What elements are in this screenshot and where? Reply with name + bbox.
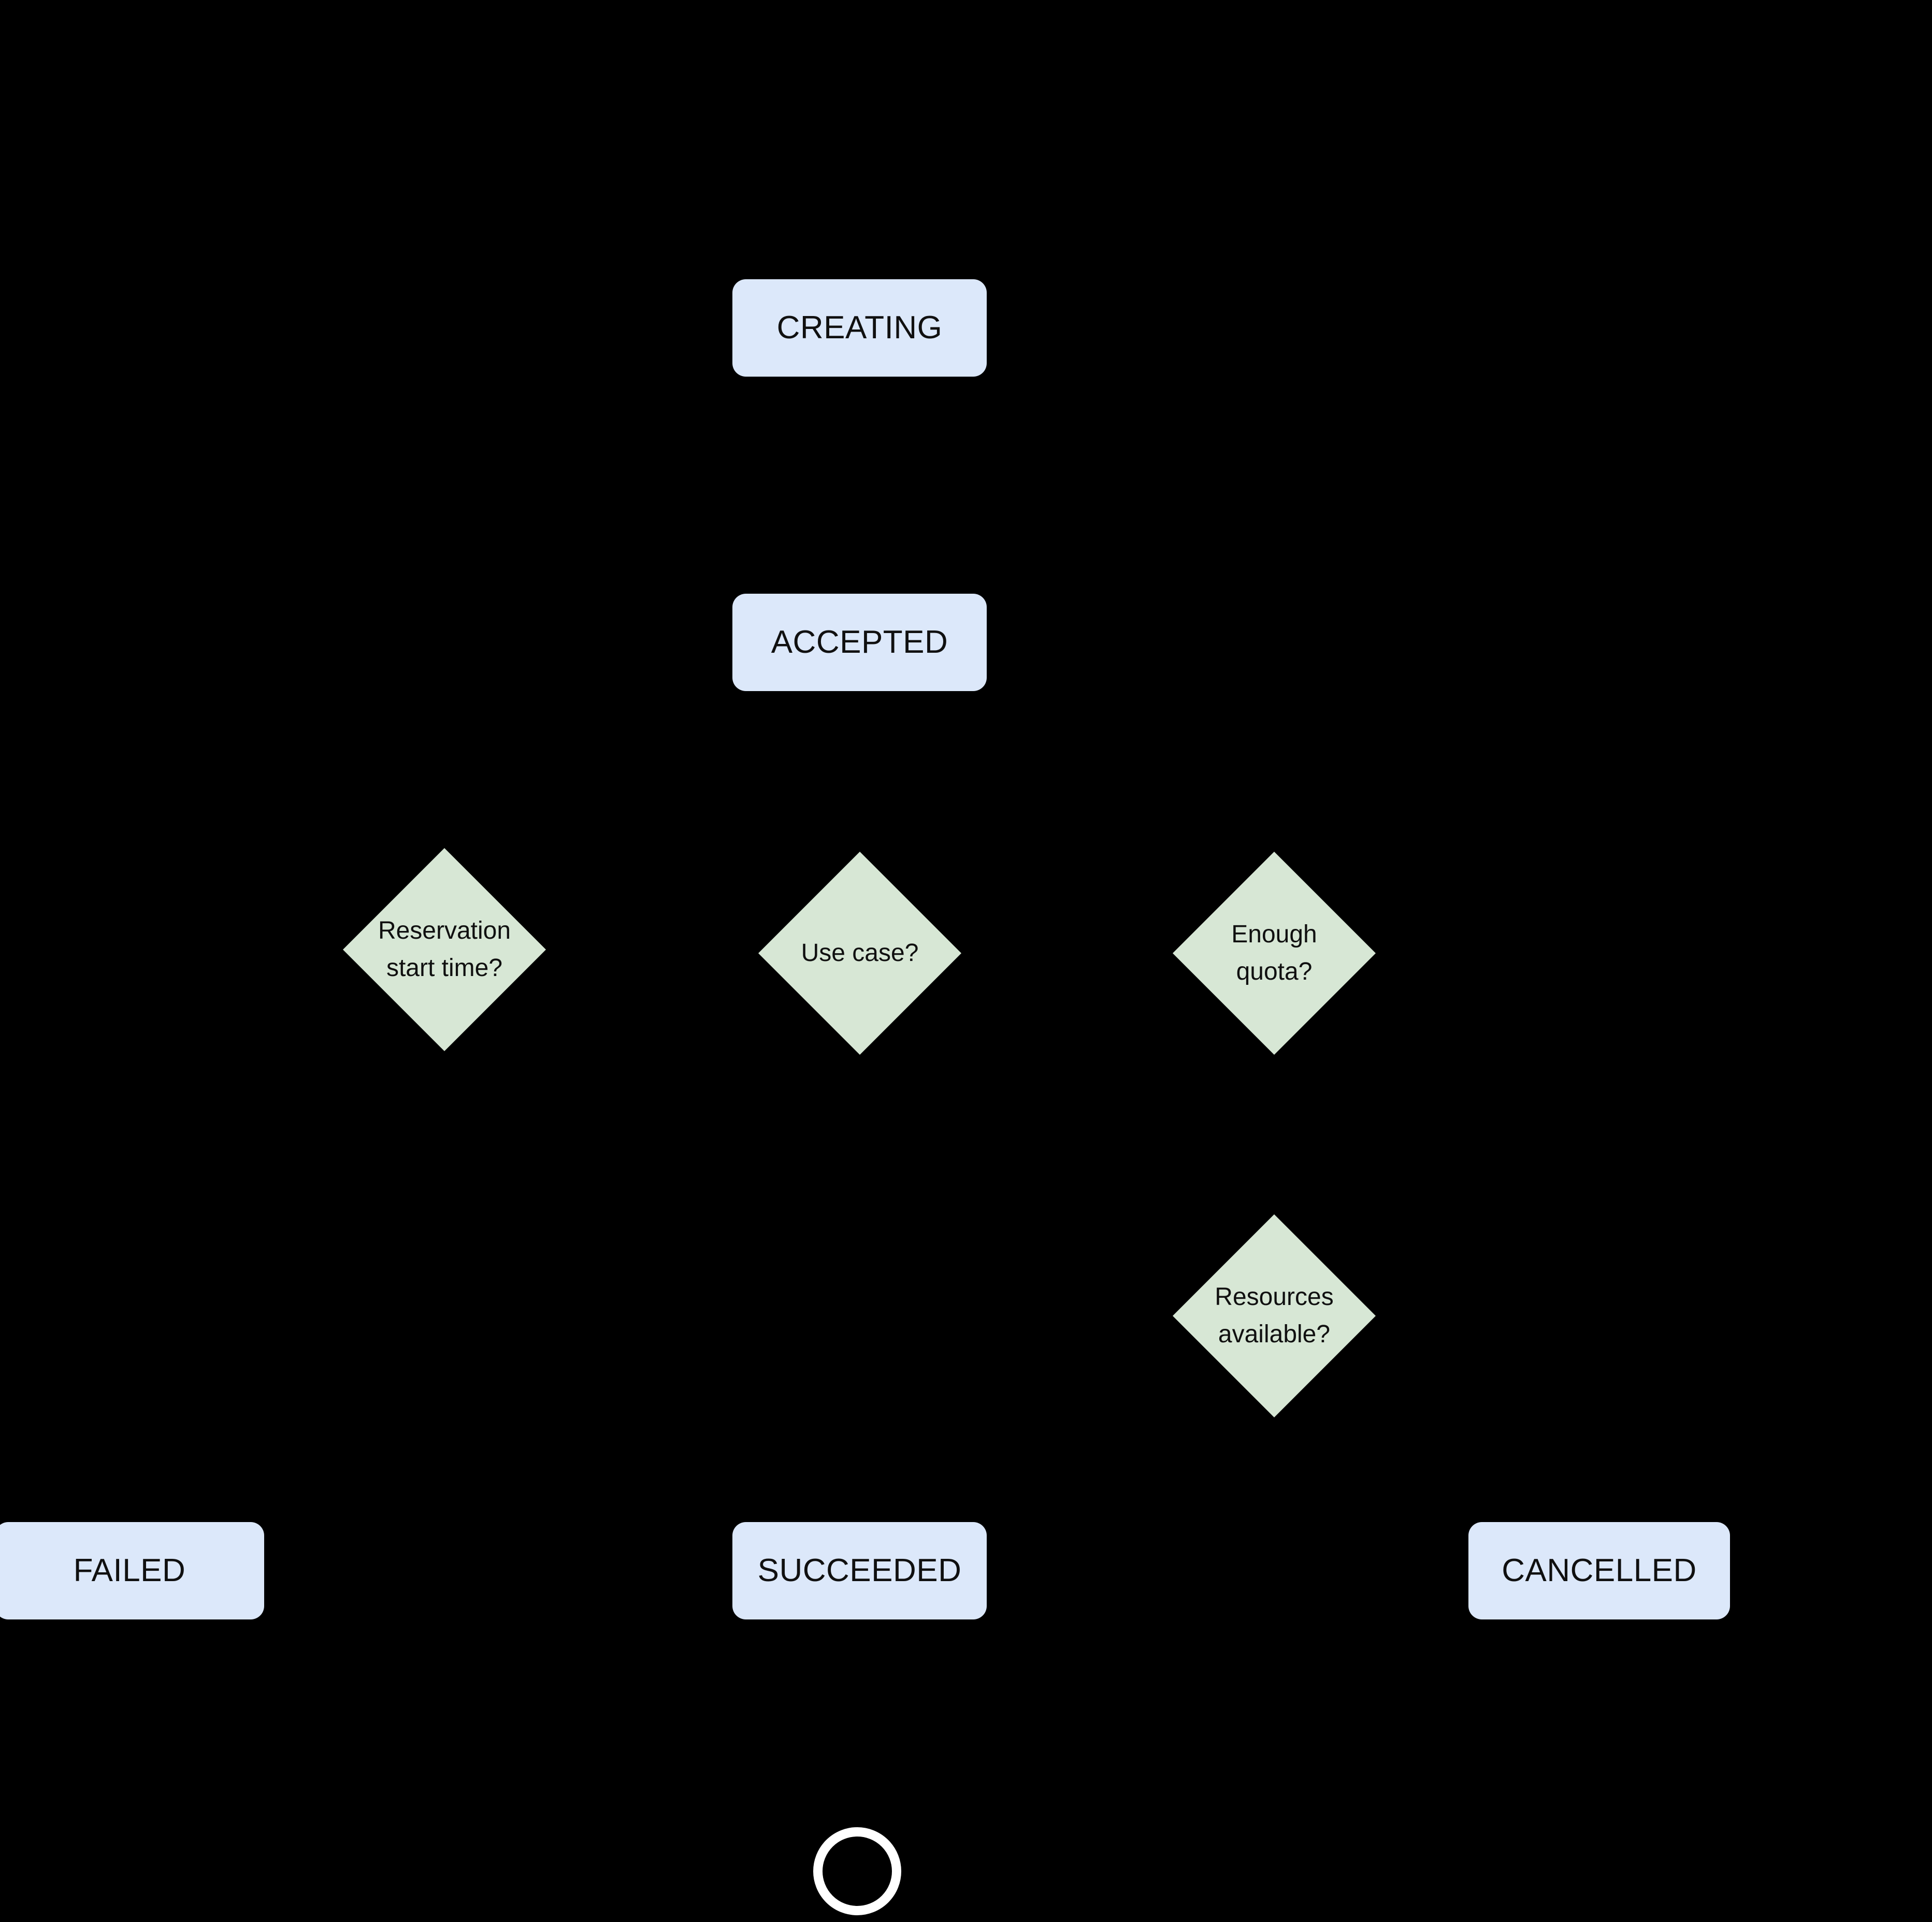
edge-accepted-to-enough-quota (858, 691, 1276, 852)
end-node-circle[interactable] (813, 1827, 901, 1915)
edge-cancelled-to-end (857, 1619, 1601, 1763)
diamond-shape (343, 848, 546, 1051)
diamond-shape (1173, 852, 1376, 1055)
state-box-cancelled[interactable]: CANCELLED (1468, 1522, 1730, 1619)
decision-resources-available[interactable]: Resources available? (1173, 1214, 1376, 1417)
state-box-failed[interactable]: FAILED (0, 1522, 264, 1619)
decision-enough-quota[interactable]: Enough quota? (1173, 852, 1376, 1055)
state-label-cancelled: CANCELLED (1502, 1552, 1697, 1588)
edge-accepted-to-reservation-start-time (442, 691, 862, 848)
state-box-creating[interactable]: CREATING (732, 279, 987, 377)
state-label-creating: CREATING (776, 309, 943, 346)
state-label-succeeded: SUCCEEDED (757, 1552, 962, 1588)
diamond-shape (1173, 1214, 1376, 1417)
state-label-accepted: ACCEPTED (771, 624, 948, 660)
state-box-accepted[interactable]: ACCEPTED (732, 594, 987, 691)
diamond-shape (758, 852, 961, 1055)
edge-reservation-start-time-to-failed (127, 1051, 446, 1522)
decision-reservation-start-time[interactable]: Reservation start time? (343, 848, 546, 1051)
state-label-failed: FAILED (73, 1552, 186, 1588)
state-box-succeeded[interactable]: SUCCEEDED (732, 1522, 987, 1619)
edge-failed-to-end (127, 1619, 859, 1827)
decision-use-case[interactable]: Use case? (758, 852, 961, 1055)
edge-resources-available-to-cancelled (1272, 1417, 1601, 1522)
